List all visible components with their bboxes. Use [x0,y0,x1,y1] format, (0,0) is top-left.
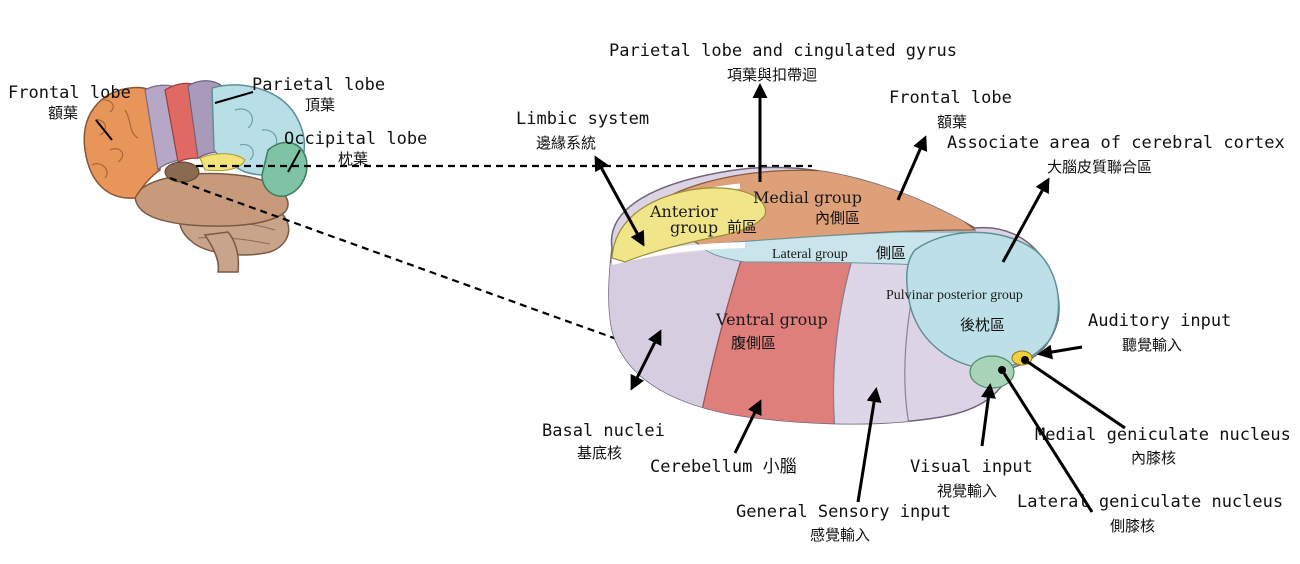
brain-frontal-label: Frontal lobe [8,83,131,103]
basal-label: Basal nuclei [542,421,665,441]
auditory-arrow [1037,344,1083,360]
frontal-callout-cn-label: 額葉 [937,113,967,131]
limbic-cn-label: 邊緣系統 [536,134,596,152]
limbic-label: Limbic system [516,109,649,129]
medial-geniculate-dot [1021,356,1029,364]
general-sensory-label: General Sensory input [736,502,951,522]
medial-geniculate-cn-label: 內膝核 [1131,449,1176,467]
cerebellum-arrow [733,399,762,454]
frontal-arrow [896,135,928,201]
auditory-label: Auditory input [1088,311,1231,331]
ventral-cn-label: 腹側區 [731,334,776,352]
medial-label: Medial group [753,188,862,207]
anterior-cn-label: 前區 [727,218,757,236]
brain-illustration [83,80,308,273]
ventral-label: Ventral group [715,310,828,329]
associate-arrow [1001,177,1050,263]
limbic-arrow [594,155,645,247]
brain-parietal-cn-label: 頂葉 [305,96,335,114]
anterior-label-2: group [670,218,718,237]
lateral-geniculate-pointer [1000,369,1094,513]
anterior-label-1: Anterior [649,202,718,221]
lateral-cn-label: 側區 [876,244,906,262]
medial-geniculate-pointer [1024,358,1126,430]
general-sensory-cn-label: 感覺輸入 [810,526,870,544]
pulvinar-label: Pulvinar posterior group [886,288,1023,303]
medial-geniculate-label: Medial geniculate nucleus [1035,425,1291,445]
parietal-leader [214,91,254,104]
visual-arrow [980,383,996,447]
pulvinar-cn-label: 後枕區 [960,316,1005,334]
lateral-label: Lateral group [772,247,848,262]
brain-parietal-label: Parietal lobe [252,75,385,95]
lateral-geniculate-dot [998,366,1006,374]
basal-arrow [630,329,662,391]
frontal-callout-label: Frontal lobe [889,88,1012,108]
medial-cn-label: 內側區 [815,209,860,227]
associate-cn-label: 大腦皮質聯合區 [1047,158,1152,176]
lateral-geniculate-shape [969,355,1015,389]
parietal-cingulate-label: Parietal lobe and cingulated gyrus [609,41,957,61]
parietal-cingulate-cn-label: 項葉與扣帶迴 [727,66,817,84]
frontal-leader [95,119,113,141]
auditory-cn-label: 聽覺輸入 [1122,336,1182,354]
occipital-leader [287,149,301,173]
thalamus-illustration [608,166,1060,425]
visual-cn-label: 視覺輸入 [937,482,997,500]
basal-cn-label: 基底核 [577,444,622,462]
brain-occipital-cn-label: 枕葉 [338,150,368,168]
visual-label: Visual input [910,457,1033,477]
lateral-geniculate-label: Lateral geniculate nucleus [1017,492,1283,512]
dashed-connector-bottom [169,176,637,348]
brain-frontal-cn-label: 額葉 [48,104,78,122]
brainstem-shape [203,231,240,273]
brain-occipital-label: Occipital lobe [284,129,427,149]
associate-label: Associate area of cerebral cortex [947,133,1285,153]
lateral-geniculate-cn-label: 側膝核 [1110,517,1155,535]
general-sensory-arrow [856,387,882,503]
cerebellum-label: Cerebellum 小腦 [650,457,797,477]
anterior-group-region [611,187,767,263]
